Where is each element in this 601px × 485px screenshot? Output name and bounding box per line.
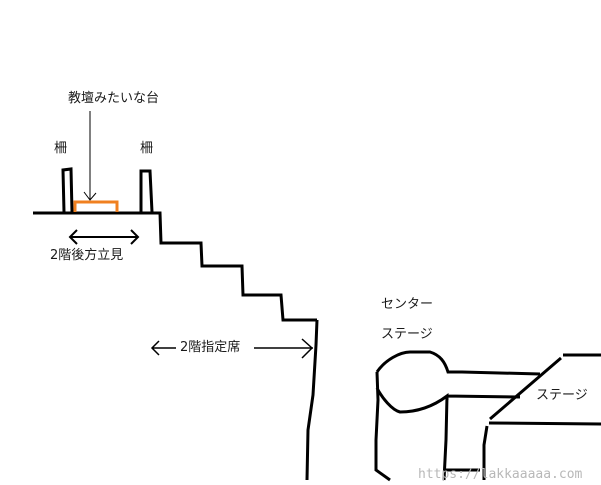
center-stage-shape xyxy=(374,350,541,482)
podium-shape xyxy=(73,200,119,212)
standing-area-label: 2階後方立見 xyxy=(50,248,124,263)
podium-label: 教壇みたいな台 xyxy=(68,91,160,106)
balcony-wall-line xyxy=(305,319,319,481)
center-stage-label-line2: ステージ xyxy=(381,327,433,342)
watermark: https://lakkaaaaa.com xyxy=(418,467,583,482)
reserved-seats-arrow-right xyxy=(254,338,314,359)
standing-area-double-arrow xyxy=(68,229,140,245)
stairs-line xyxy=(152,211,317,322)
fence-left-shape xyxy=(61,167,74,213)
podium-pointer-arrow xyxy=(83,111,97,201)
main-stage-shape xyxy=(482,353,601,480)
stage-label: ステージ xyxy=(536,388,588,403)
reserved-seats-label: 2階指定席 xyxy=(180,340,241,355)
center-stage-label-line1: センター xyxy=(381,297,434,312)
fence-right-label: 柵 xyxy=(140,141,154,156)
reserved-seats-arrow-left xyxy=(150,340,176,356)
fence-right-shape xyxy=(139,169,154,213)
fence-left-label: 柵 xyxy=(54,141,68,156)
